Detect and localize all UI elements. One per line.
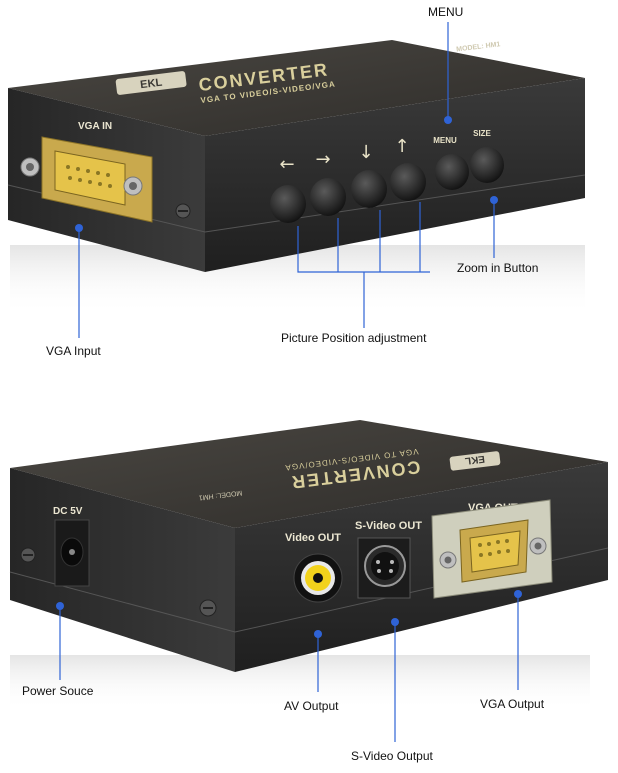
av-output-callout: AV Output [284, 699, 339, 713]
btn-size-label: SIZE [473, 129, 491, 138]
vga-input-marker-dot [75, 224, 83, 232]
top-buttons [270, 147, 504, 223]
vga-out-marker-dot [514, 590, 522, 598]
svideo-output-callout: S-Video Output [351, 749, 433, 763]
top-brand-badge [115, 71, 187, 95]
btn-down-label: ↓ [358, 142, 373, 163]
top-annotation-lines [78, 22, 495, 338]
av-marker-dot [314, 630, 322, 638]
bottom-brand-text: EKL [464, 453, 485, 466]
bottom-device: CONVERTER VGA TO VIDEO/S-VIDEO/VGA EKL M… [9, 420, 609, 742]
dc-5v-label: DC 5V [53, 506, 83, 517]
bottom-device-left-face [10, 468, 235, 672]
bottom-device-top-face [10, 420, 608, 528]
top-device-top-face [8, 40, 585, 136]
top-device: EKL CONVERTER VGA TO VIDEO/S-VIDEO/VGA M… [7, 22, 586, 338]
menu-marker-dot [444, 116, 452, 124]
top-model-text: MODEL: HM1 [456, 41, 501, 53]
btn-left-label: ← [279, 154, 294, 175]
vga-in-port [20, 136, 153, 223]
btn-down [351, 170, 387, 208]
bottom-device-reflection [10, 655, 590, 710]
svideo-out-label: S-Video OUT [355, 520, 422, 532]
picture-position-callout: Picture Position adjustment [281, 331, 427, 345]
top-brand-text: EKL [140, 77, 164, 92]
zoom-marker-dot [490, 196, 498, 204]
video-out-label: Video OUT [285, 532, 341, 544]
zoom-callout: Zoom in Button [457, 261, 539, 275]
svideo-port [357, 537, 411, 599]
btn-right [310, 178, 346, 216]
vga-output-callout: VGA Output [480, 697, 545, 711]
vga-input-callout: VGA Input [46, 344, 101, 358]
btn-right-label: → [315, 149, 330, 170]
svideo-marker-dot [391, 618, 399, 626]
power-marker-dot [56, 602, 64, 610]
btn-up-label: ↑ [394, 136, 409, 157]
bottom-annotation-lines [59, 594, 519, 742]
vga-out-port [431, 499, 553, 599]
rca-video-port [293, 553, 343, 603]
power-callout: Power Souce [22, 684, 94, 698]
btn-size [470, 147, 504, 183]
menu-callout: MENU [428, 5, 464, 19]
btn-menu [435, 154, 469, 190]
dc-jack [54, 519, 90, 587]
btn-up [390, 163, 426, 201]
btn-menu-label: MENU [433, 136, 457, 145]
btn-left [270, 185, 306, 223]
vga-in-label: VGA IN [78, 121, 112, 132]
